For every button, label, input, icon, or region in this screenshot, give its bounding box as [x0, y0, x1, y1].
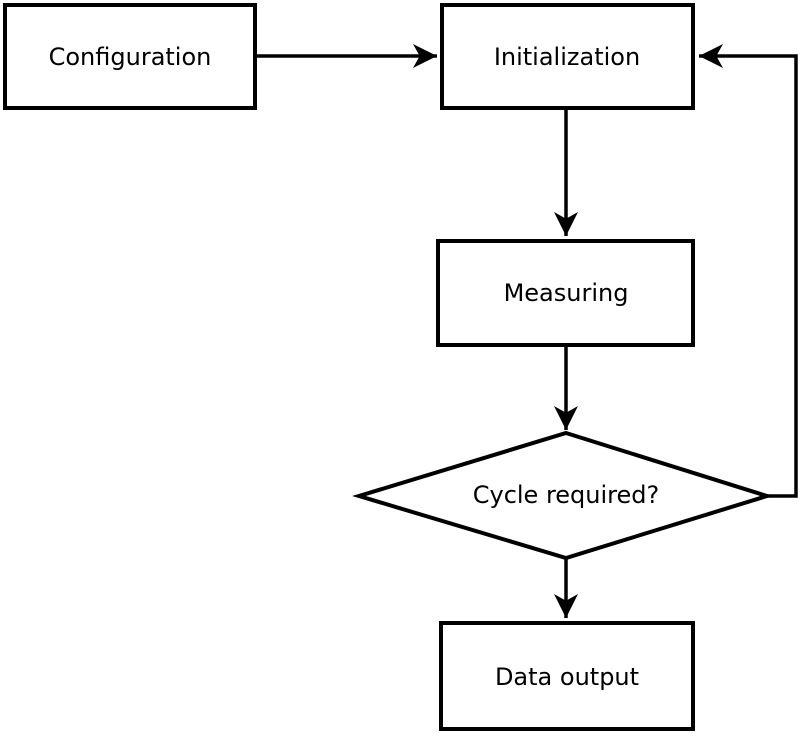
node-configuration-box — [3, 3, 257, 110]
node-data-output: Data output — [439, 621, 695, 731]
node-configuration-label: Configuration — [49, 43, 212, 71]
edge-cycle-required-to-initialization-feedback — [699, 44, 798, 498]
node-configuration: Configuration — [3, 3, 257, 110]
node-data-output-box — [439, 621, 695, 731]
node-initialization: Initialization — [440, 3, 695, 110]
node-cycle-required-label: Cycle required? — [473, 481, 660, 509]
node-measuring: Measuring — [436, 239, 695, 347]
node-initialization-box — [440, 3, 695, 110]
node-cycle-required-diamond — [352, 430, 774, 561]
node-measuring-label: Measuring — [504, 279, 629, 307]
node-data-output-label: Data output — [495, 663, 639, 691]
node-measuring-box — [436, 239, 695, 347]
node-cycle-required: Cycle required? — [352, 430, 774, 561]
node-initialization-label: Initialization — [494, 43, 640, 71]
